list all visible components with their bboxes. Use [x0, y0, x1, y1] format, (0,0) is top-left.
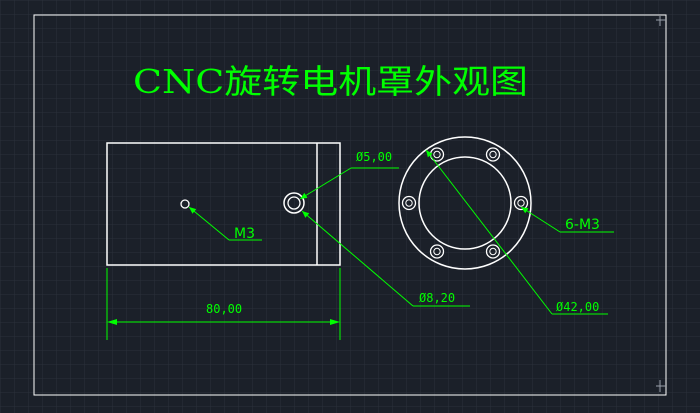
- dim-width-label: 80,00: [206, 302, 242, 316]
- mounting-hole-thread: [489, 150, 497, 159]
- dim-arrow-right: [330, 319, 340, 325]
- cable-hole-outer: [283, 192, 305, 214]
- hole-large-leader: [301, 210, 414, 307]
- drawing-frame: [33, 14, 667, 396]
- mounting-hole: [485, 244, 501, 259]
- hole-small-label: Ø5,00: [356, 150, 392, 164]
- mounting-hole-thread: [433, 247, 441, 256]
- diameter-leader: [425, 149, 553, 315]
- frame-corner-mark: [656, 380, 666, 392]
- tap-hole: [180, 199, 190, 209]
- holes-leader: [520, 206, 561, 233]
- mounting-hole: [485, 147, 501, 162]
- mounting-hole: [429, 244, 445, 259]
- end-view-inner-bore: [418, 156, 512, 250]
- frame-corner-mark: [656, 16, 666, 26]
- end-view-outer-ring: [398, 136, 532, 270]
- side-view-body: [106, 142, 341, 266]
- hole-small-leader: [299, 167, 352, 200]
- end-view: 6-M3 Ø42,00: [398, 136, 614, 315]
- mounting-hole-thread: [489, 247, 497, 256]
- mounting-hole-thread: [405, 199, 413, 207]
- mounting-hole: [401, 195, 417, 211]
- side-view: M3 Ø5,00 Ø8,20 80,00: [106, 142, 470, 340]
- drawing-title: CNC旋转电机罩外观图: [133, 62, 528, 101]
- cable-hole-inner: [287, 196, 301, 210]
- tap-label: M3: [234, 226, 255, 242]
- hole-large-label: Ø8,20: [419, 291, 455, 305]
- diameter-label: Ø42,00: [556, 300, 599, 314]
- tap-leader: [188, 206, 230, 241]
- dim-arrow-left: [107, 319, 117, 325]
- mounting-hole-thread: [517, 199, 525, 207]
- mounting-hole-thread: [433, 150, 441, 159]
- holes-label: 6-M3: [565, 217, 600, 233]
